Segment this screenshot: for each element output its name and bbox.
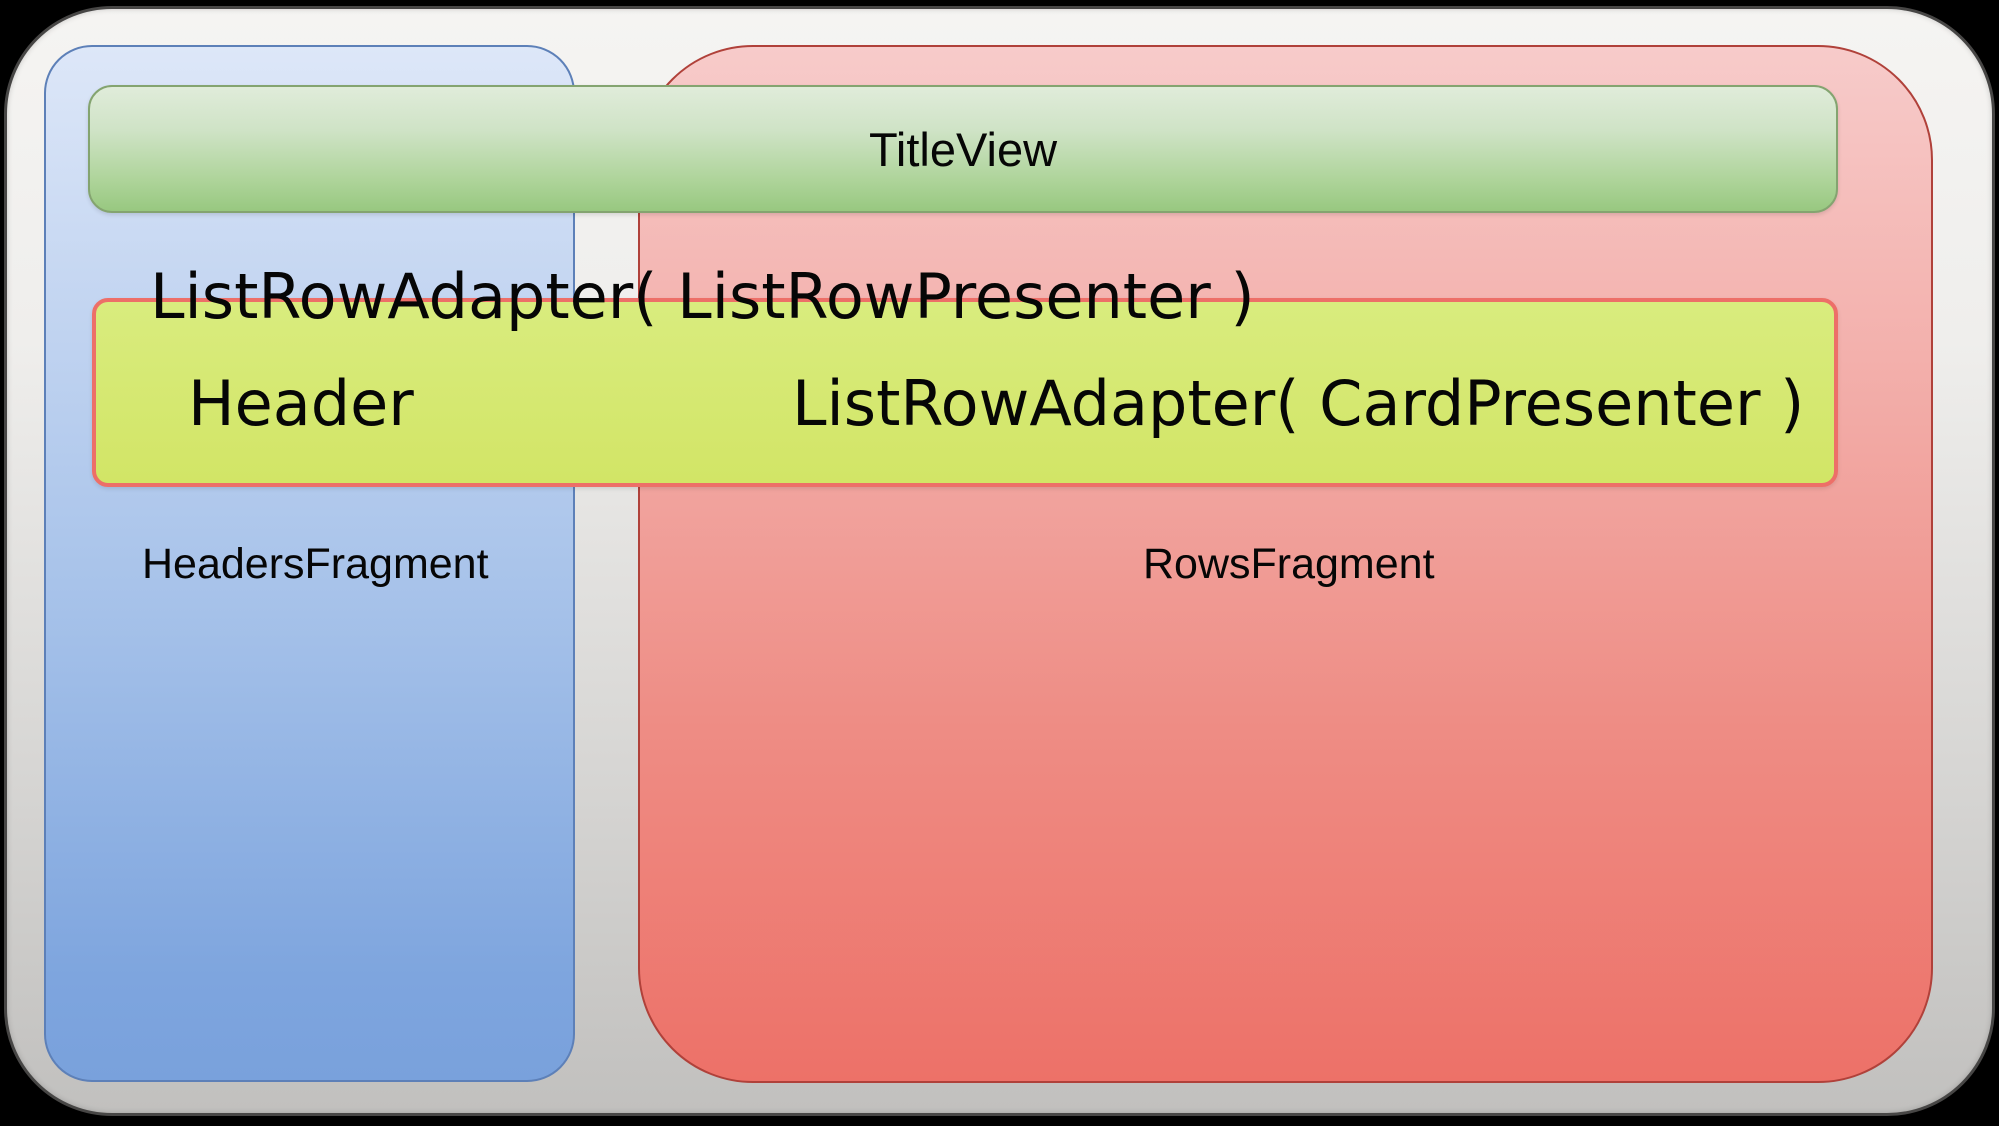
headers-fragment-box bbox=[44, 45, 575, 1082]
rows-fragment-box bbox=[638, 45, 1933, 1083]
headers-fragment-label: HeadersFragment bbox=[142, 540, 489, 588]
list-row-adapter-card-text: ListRowAdapter( CardPresenter ) bbox=[792, 367, 1805, 440]
rows-fragment-label: RowsFragment bbox=[1143, 540, 1435, 588]
list-row-adapter-presenter-text: ListRowAdapter( ListRowPresenter ) bbox=[150, 260, 1255, 333]
header-cell-label: Header bbox=[188, 367, 414, 440]
list-row-adapter-bar bbox=[92, 298, 1838, 487]
title-view-bar: TitleView bbox=[88, 85, 1838, 213]
title-view-label: TitleView bbox=[868, 122, 1058, 176]
